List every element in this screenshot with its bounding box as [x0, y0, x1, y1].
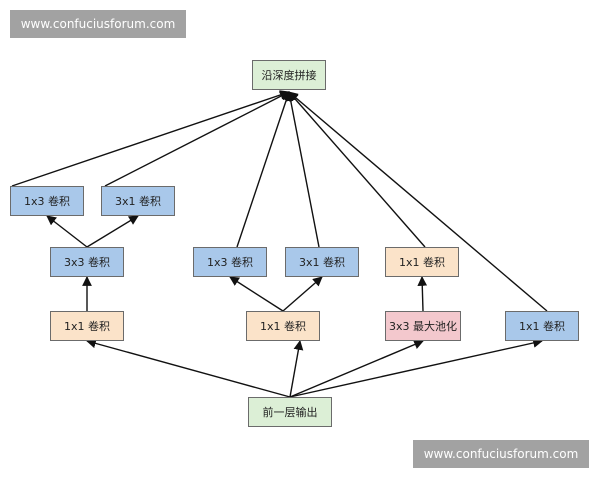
branch1-conv1x1-node: 1x1 卷积: [50, 311, 124, 341]
edge-b1-3x3-to-3x1: [86, 215, 139, 248]
edge-b3-pool-to-1x1: [417, 276, 428, 312]
edge-b2-1x3-to-concat: [236, 91, 291, 248]
edge-b2-1x1-to-3x1: [282, 276, 323, 312]
watermark-top: www.confuciusforum.com: [10, 10, 186, 38]
branch3-conv1x1-node: 1x1 卷积: [385, 247, 459, 277]
edge-input-to-b3-pool: [289, 339, 424, 398]
edge-b3-1x1-to-concat: [288, 91, 426, 248]
edge-b2-1x1-to-1x3: [229, 276, 284, 312]
input-node: 前一层输出: [248, 397, 332, 427]
edge-b1-3x1-to-concat: [104, 91, 290, 187]
edge-b1-1x3-to-concat: [11, 90, 290, 187]
branch2-conv1x1-node: 1x1 卷积: [246, 311, 320, 341]
concat-node: 沿深度拼接: [252, 60, 326, 90]
edge-input-to-b2-1x1: [289, 340, 304, 398]
edge-b2-3x1-to-concat: [285, 91, 320, 248]
branch3-maxpool-node: 3x3 最大池化: [385, 311, 461, 341]
branch1-conv3x3-node: 3x3 卷积: [50, 247, 124, 277]
edge-input-to-b4-1x1: [289, 338, 543, 398]
edge-input-to-b1-1x1: [86, 338, 291, 398]
edge-b4-1x1-to-concat: [288, 91, 548, 312]
branch1-conv3x1-node: 3x1 卷积: [101, 186, 175, 216]
branch2-conv3x1-node: 3x1 卷积: [285, 247, 359, 277]
branch4-conv1x1-node: 1x1 卷积: [505, 311, 579, 341]
watermark-bottom: www.confuciusforum.com: [413, 440, 589, 468]
branch2-conv1x3-node: 1x3 卷积: [193, 247, 267, 277]
branch1-conv1x3-node: 1x3 卷积: [10, 186, 84, 216]
edge-b1-3x3-to-1x3: [46, 215, 88, 248]
